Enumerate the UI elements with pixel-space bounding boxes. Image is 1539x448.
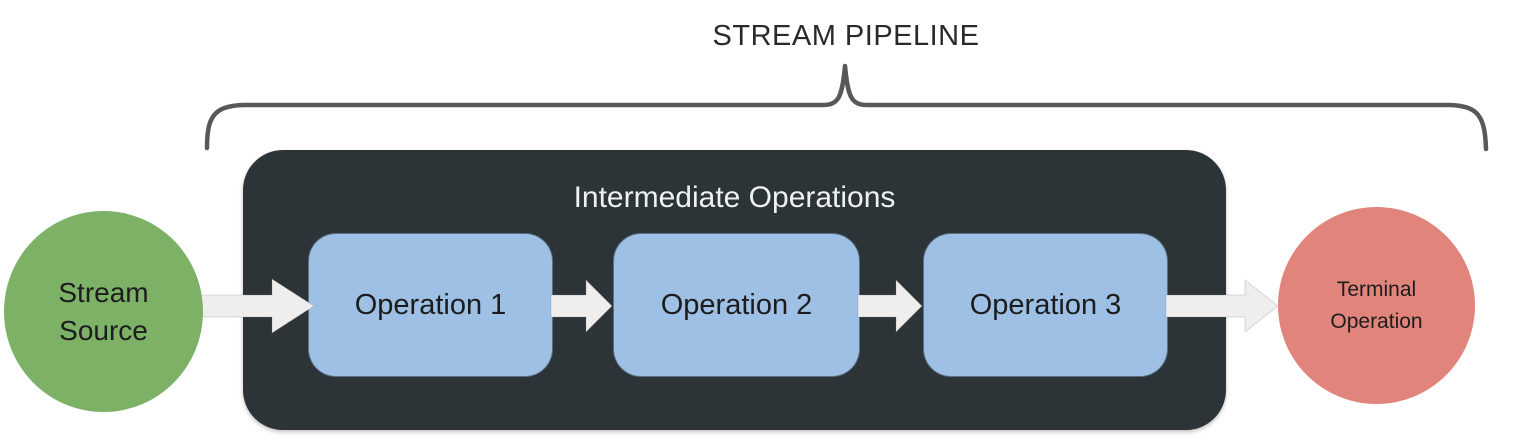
stream-source-label: Stream Source: [58, 276, 149, 346]
operation-3-box: Operation 3: [923, 233, 1168, 377]
terminal-operation-label: Terminal Operation: [1330, 278, 1423, 333]
stream-source-node: Stream Source: [4, 211, 203, 412]
operation-1-box: Operation 1: [308, 233, 553, 377]
diagram-title: STREAM PIPELINE: [712, 20, 980, 52]
operation-2-box: Operation 2: [613, 233, 860, 377]
operation-3-label: Operation 3: [969, 288, 1122, 321]
terminal-operation-node: Terminal Operation: [1278, 207, 1475, 404]
operation-1-label: Operation 1: [354, 288, 507, 321]
brace-path: [204, 63, 1489, 152]
intermediate-operations-label: Intermediate Operations: [573, 181, 896, 214]
operation-2-label: Operation 2: [660, 288, 813, 321]
